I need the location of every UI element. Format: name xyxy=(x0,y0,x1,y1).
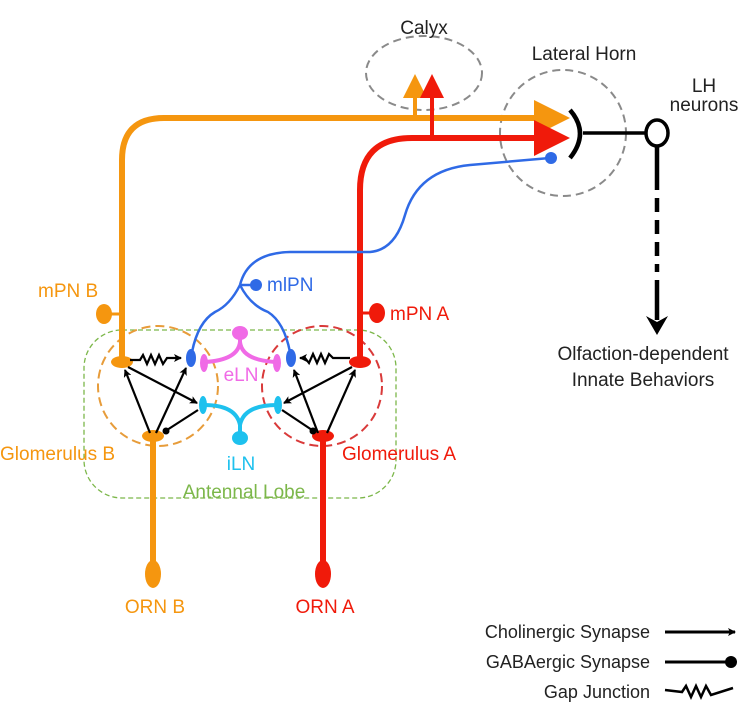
mlpn-axon xyxy=(238,156,551,286)
orn-b-soma xyxy=(145,560,161,588)
orn-a-to-mlpn-arrow xyxy=(292,369,320,434)
lh-neuron-soma xyxy=(644,118,670,148)
legend-gabaergic-dot xyxy=(725,656,737,668)
iln-terminal-b xyxy=(199,396,207,414)
mpn-b-axon xyxy=(119,100,570,360)
gap-junction-a xyxy=(299,351,350,366)
legend-gap-junction-label: Gap Junction xyxy=(544,682,650,702)
lh-neurons-label-2: neurons xyxy=(670,95,739,116)
legend-gabaergic-label: GABAergic Synapse xyxy=(486,652,650,672)
mpn-a-to-iln-arrow xyxy=(283,366,353,404)
eln-label: eLN xyxy=(224,365,259,386)
orn-a-soma xyxy=(315,560,331,588)
iln-label: iLN xyxy=(227,454,256,475)
behavior-label-2: Innate Behaviors xyxy=(572,370,715,391)
mlpn-label: mlPN xyxy=(267,275,313,296)
legend-gap-junction-zigzag xyxy=(664,682,734,701)
lh-dendrite-cup xyxy=(568,108,583,160)
gap-junction-b xyxy=(130,352,182,367)
mlpn-lh-terminal xyxy=(545,152,557,164)
mlpn-soma xyxy=(250,279,262,291)
mpn-b-soma xyxy=(96,304,112,324)
eln-neurites xyxy=(204,333,276,364)
mlpn-terminal-b xyxy=(186,349,196,367)
calyx-region xyxy=(365,35,483,111)
iln-to-orn-b-gaba xyxy=(166,409,199,431)
glomerulus-b-region xyxy=(97,325,219,447)
glomerulus-a-synapses xyxy=(281,351,357,435)
orn-b-to-mlpn-arrow xyxy=(155,367,187,434)
eln-terminal-a xyxy=(273,354,281,372)
mpn-b-label: mPN B xyxy=(38,281,98,302)
iln-to-orn-a-gaba xyxy=(281,409,313,431)
mpn-a-soma xyxy=(369,303,385,323)
antennal-lobe-region xyxy=(83,329,397,499)
mlpn-terminal-a xyxy=(286,349,296,367)
eln-terminal-b xyxy=(200,354,208,372)
glomerulus-a-label: Glomerulus A xyxy=(342,444,456,465)
glomerulus-a-region xyxy=(261,325,383,447)
mlpn-dendrite-b xyxy=(190,284,242,353)
orn-b-to-mpn-b-arrow xyxy=(123,369,152,434)
mpn-b-to-iln-arrow xyxy=(127,366,198,404)
behavior-arrowhead xyxy=(646,316,668,335)
lateral-horn-label: Lateral Horn xyxy=(532,44,637,65)
glomerulus-b-synapses xyxy=(123,352,199,435)
glomerulus-b-label: Glomerulus B xyxy=(0,444,115,465)
gaba-dot-a xyxy=(309,427,317,435)
orn-b-terminal xyxy=(142,430,164,442)
calyx-label: Calyx xyxy=(400,18,448,39)
antennal-lobe-label: Antennal Lobe xyxy=(183,482,306,503)
behavior-label-1: Olfaction-dependent xyxy=(557,344,729,365)
mpn-a-dendrite-terminal xyxy=(349,356,371,368)
mlpn-dendrite-a xyxy=(238,284,292,353)
iln-terminal-a xyxy=(274,396,282,414)
orn-a-label: ORN A xyxy=(295,597,354,618)
lh-neurons-label-1: LH xyxy=(692,76,716,97)
legend: Cholinergic Synapse GABAergic Synapse Ga… xyxy=(485,622,737,702)
orn-a-to-mpn-a-arrow xyxy=(325,369,357,434)
mpn-b-dendrite-terminal xyxy=(111,356,133,368)
orn-b-label: ORN B xyxy=(125,597,185,618)
iln-soma xyxy=(232,431,248,445)
legend-cholinergic-label: Cholinergic Synapse xyxy=(485,622,650,642)
mpn-a-axon xyxy=(357,120,570,360)
iln-neurites xyxy=(203,403,278,426)
gaba-dot-b xyxy=(162,427,170,435)
mpn-a-label: mPN A xyxy=(390,304,449,325)
